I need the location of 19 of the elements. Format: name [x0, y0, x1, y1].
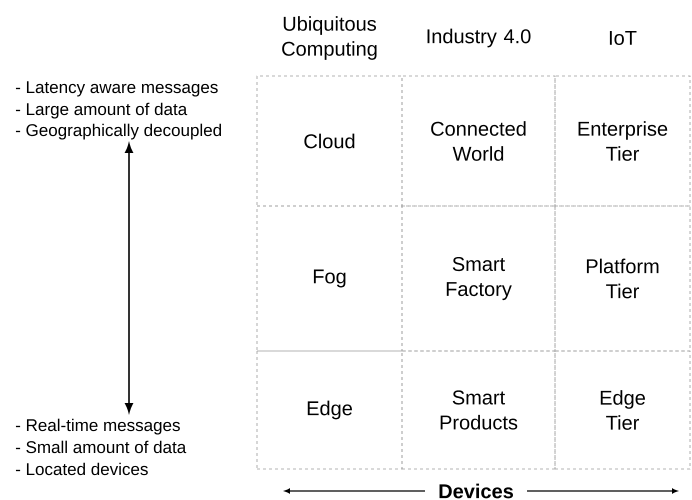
grid-cell: Smart Factory: [402, 206, 556, 352]
note-text: - Real-time messages: [16, 418, 180, 435]
grid-cell: Platform Tier: [554, 206, 690, 352]
grid-cell: Enterprise Tier: [554, 76, 690, 206]
note-text: - Large amount of data: [16, 102, 188, 119]
note-text: - Located devices: [16, 462, 148, 476]
grid-cell: Smart Products: [402, 350, 556, 470]
note-text: - Small amount of data: [16, 440, 186, 454]
column-heading: Industry 4.0: [428, 28, 531, 48]
column-heading: Ubiquitous Computing: [282, 16, 377, 60]
note-text: - Geographically decoupled: [16, 124, 222, 140]
grid-cell: Edge: [256, 350, 402, 470]
grid-cell: Fog: [256, 206, 402, 352]
note-text: - Latency aware messages: [16, 81, 218, 97]
grid-cell: Connected World: [402, 76, 556, 206]
grid-cell: Edge Tier: [554, 350, 690, 470]
column-heading: IoT: [610, 31, 636, 45]
axis-label: Devices: [440, 484, 513, 498]
grid-cell: Cloud: [256, 76, 402, 206]
